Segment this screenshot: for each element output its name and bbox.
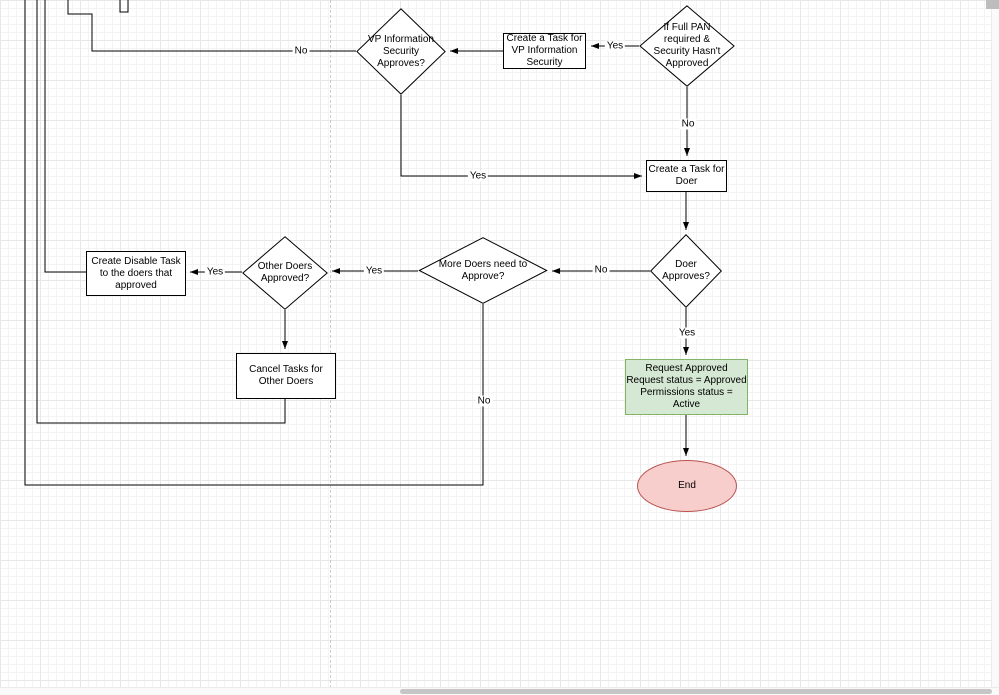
- node-create-disable-task[interactable]: Create Disable Task to the doers that ap…: [86, 251, 186, 296]
- edge-label-yes[interactable]: Yes: [204, 266, 226, 278]
- node-request-approved[interactable]: Request Approved Request status = Approv…: [625, 359, 748, 415]
- node-end-terminator[interactable]: End: [637, 460, 737, 512]
- edge-vp-yes-to-doer-task[interactable]: [400, 95, 642, 179]
- edge-label-no[interactable]: No: [592, 264, 610, 276]
- node-label: Request Approved Request status = Approv…: [626, 363, 747, 410]
- edge-cancel-loop-offtop[interactable]: [36, 0, 286, 424]
- node-label: More Doers need to Approve?: [438, 258, 528, 282]
- edge-label-yes[interactable]: Yes: [604, 40, 626, 52]
- diamond-shape: [650, 234, 722, 308]
- node-other-doers-decision[interactable]: Other Doers Approved?: [242, 236, 328, 310]
- node-label: Cancel Tasks for Other Doers: [249, 364, 323, 387]
- node-create-task-vp[interactable]: Create a Task for VP Information Securit…: [503, 33, 586, 69]
- edge-vp-no-loop-offtop[interactable]: [67, 0, 356, 52]
- node-doer-approves-decision[interactable]: Doer Approves?: [650, 234, 722, 308]
- diamond-shape: [418, 237, 548, 304]
- edge-label-no[interactable]: No: [475, 395, 493, 407]
- node-label: Doer Approves?: [662, 259, 710, 282]
- edge-stub-offtop[interactable]: [119, 0, 129, 13]
- node-cancel-tasks-other-doers[interactable]: Cancel Tasks for Other Doers: [236, 353, 336, 399]
- node-label: If Full PAN required & Security Hasn't A…: [653, 22, 721, 69]
- node-label: Other Doers Approved?: [257, 261, 313, 284]
- edge-disable-loop-offtop[interactable]: [44, 0, 86, 273]
- edge-more-doers-no-loop-offtop[interactable]: [24, 0, 484, 486]
- page-break-divider: [330, 0, 331, 688]
- edge-label-no[interactable]: No: [292, 45, 310, 57]
- node-label: Create Disable Task to the doers that ap…: [91, 255, 181, 291]
- node-create-task-doer[interactable]: Create a Task for Doer: [646, 160, 727, 192]
- edge-label-yes[interactable]: Yes: [363, 265, 385, 277]
- node-label: VP Information Security Approves?: [368, 33, 434, 69]
- vertical-scrollbar-thumb[interactable]: [986, 0, 999, 9]
- edge-label-yes[interactable]: Yes: [467, 170, 489, 182]
- node-more-doers-decision[interactable]: More Doers need to Approve?: [418, 237, 548, 304]
- horizontal-scrollbar-thumb[interactable]: [400, 689, 992, 694]
- vertical-scrollbar-track[interactable]: [991, 0, 999, 688]
- edge-label-no[interactable]: No: [679, 118, 697, 130]
- diamond-shape: [356, 8, 446, 95]
- diamond-shape: [639, 5, 735, 87]
- node-label: Create a Task for Doer: [648, 164, 725, 187]
- edge-label-yes[interactable]: Yes: [676, 327, 698, 339]
- diamond-shape: [242, 236, 328, 310]
- node-label: Create a Task for VP Information Securit…: [506, 33, 583, 68]
- node-label: End: [678, 480, 696, 491]
- node-if-full-pan-decision[interactable]: If Full PAN required & Security Hasn't A…: [639, 5, 735, 87]
- node-vp-security-approves-decision[interactable]: VP Information Security Approves?: [356, 8, 446, 95]
